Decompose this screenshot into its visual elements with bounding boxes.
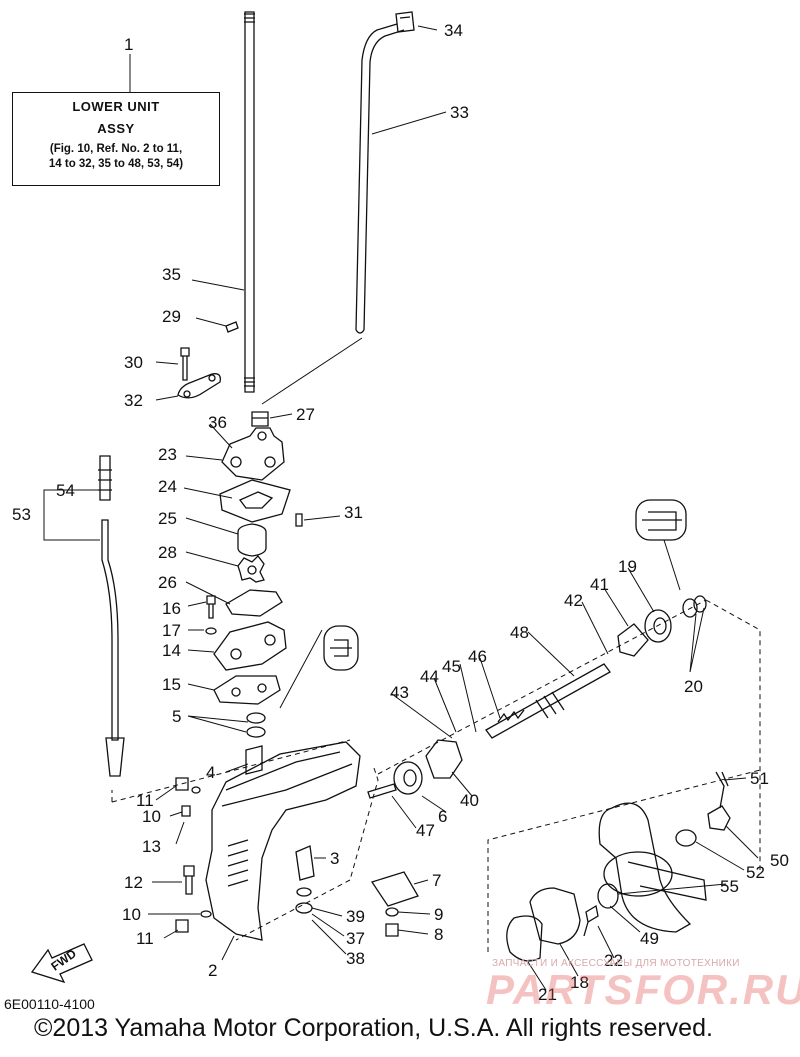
watermark-caption: ЗАПЧАСТИ И АКСЕССУАРЫ ДЛЯ МОТОТЕХНИКИ: [492, 958, 740, 969]
callout-12: 12: [124, 873, 143, 892]
bolt: [180, 347, 190, 381]
callout-18: 18: [570, 973, 589, 992]
callout-11-bottom: 11: [136, 929, 154, 948]
callout-41: 41: [590, 575, 609, 594]
callout-51: 51: [750, 769, 769, 788]
callout-33: 33: [450, 103, 469, 122]
assembly-title: LOWER UNIT: [72, 99, 160, 114]
callout-40: 40: [460, 791, 479, 810]
water-tube: [355, 23, 405, 331]
callout-44: 44: [420, 667, 439, 686]
seal: [251, 411, 269, 427]
callout-28: 28: [158, 543, 177, 562]
callout-8: 8: [434, 925, 443, 944]
callout-53: 53: [12, 505, 31, 524]
callout-38: 38: [346, 949, 365, 968]
callout-15: 15: [162, 675, 181, 694]
callout-19: 19: [618, 557, 637, 576]
callout-4: 4: [206, 763, 215, 782]
lower-gasket: [213, 675, 281, 705]
callout-55: 55: [720, 877, 739, 896]
catalog-number: 6E00110-4100: [4, 996, 95, 1012]
callout-1: 1: [124, 35, 133, 54]
callout-54: 54: [56, 481, 75, 500]
callout-23: 23: [158, 445, 177, 464]
pin: [225, 321, 239, 333]
callout-32: 32: [124, 391, 143, 410]
assembly-reference-line2: 14 to 32, 35 to 48, 53, 54): [48, 158, 184, 170]
callout-36: 36: [208, 413, 227, 432]
callout-27: 27: [296, 405, 315, 424]
callout-7: 7: [432, 871, 441, 890]
callout-46: 46: [468, 647, 487, 666]
callout-25: 25: [158, 509, 177, 528]
callout-47: 47: [416, 821, 435, 840]
callout-6: 6: [438, 807, 447, 826]
shaft-spline: [244, 13, 255, 23]
callout-39: 39: [346, 907, 365, 926]
circlip: [506, 915, 543, 962]
detail-inset-shim: [635, 499, 687, 541]
outer-plate: [225, 589, 283, 617]
propeller: [598, 802, 692, 933]
forward-gear: [617, 623, 649, 657]
impeller-housing: [237, 523, 267, 557]
callout-numbers: 1 34 33 35 29 30 32 36 27 23 24 31 25 53…: [12, 21, 789, 1004]
retainer-plate: [177, 373, 221, 399]
fwd-arrow: [30, 943, 93, 984]
callout-24: 24: [158, 477, 177, 496]
copyright-notice: ©2013 Yamaha Motor Corporation, U.S.A. A…: [34, 1014, 713, 1042]
gasket: [219, 479, 291, 523]
callout-29: 29: [162, 307, 181, 326]
callout-16: 16: [162, 599, 181, 618]
watermark-logo: PARTSFOR.RU: [486, 966, 800, 1013]
assembly-reference-line1: (Fig. 10, Ref. No. 2 to 11,: [49, 143, 183, 155]
impeller: [237, 555, 265, 583]
pump-housing: [221, 427, 285, 481]
shift-rod-boot: [98, 455, 112, 501]
callout-50: 50: [770, 851, 789, 870]
assembly-subtitle: ASSY: [97, 121, 135, 136]
callout-21: 21: [538, 985, 557, 1004]
callout-22: 22: [604, 951, 623, 970]
callout-10-bottom: 10: [122, 905, 141, 924]
callout-2: 2: [208, 961, 217, 980]
assembly-note-box: LOWER UNIT ASSY (Fig. 10, Ref. No. 2 to …: [12, 92, 220, 186]
anode: [295, 845, 315, 881]
callout-45: 45: [442, 657, 461, 676]
shift-rod: [101, 519, 119, 741]
callout-17: 17: [162, 621, 181, 640]
propeller-shaft: [485, 663, 611, 739]
reverse-gear: [425, 739, 463, 779]
grommet: [395, 11, 415, 33]
drive-shaft: [244, 11, 255, 393]
callout-5: 5: [172, 707, 181, 726]
callout-26: 26: [158, 573, 177, 592]
callout-14: 14: [162, 641, 181, 660]
callout-43: 43: [390, 683, 409, 702]
callout-11-top: 11: [136, 791, 154, 810]
callout-35: 35: [162, 265, 181, 284]
callout-34: 34: [444, 21, 463, 40]
callout-30: 30: [124, 353, 143, 372]
callout-20: 20: [684, 677, 703, 696]
callout-48: 48: [510, 623, 529, 642]
callout-37: 37: [346, 929, 365, 948]
drawing-lines: [30, 11, 761, 991]
callout-3: 3: [330, 849, 339, 868]
callout-42: 42: [564, 591, 583, 610]
callout-10-top: 10: [142, 807, 161, 826]
cartridge: [213, 621, 287, 671]
callout-13: 13: [142, 837, 161, 856]
detail-inset-seal: [323, 625, 359, 671]
callout-49: 49: [640, 929, 659, 948]
bearing-housing: [529, 887, 581, 945]
callout-52: 52: [746, 863, 765, 882]
callout-9: 9: [434, 905, 443, 924]
callout-31: 31: [344, 503, 363, 522]
lower-case: [205, 741, 361, 941]
